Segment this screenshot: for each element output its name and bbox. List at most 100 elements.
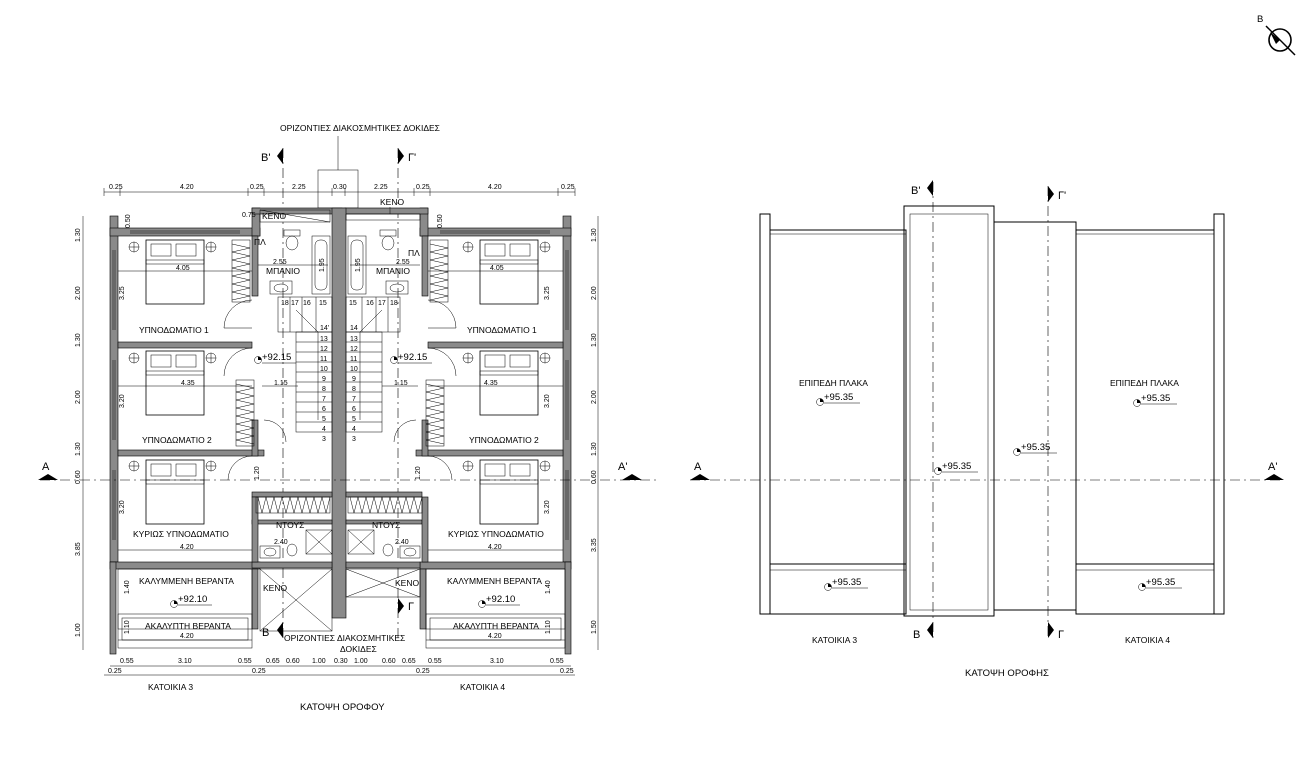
house-label: ΚΑΤΟΙΚΙΑ 4 [460,682,505,692]
shower-icon [347,529,375,555]
svg-text:ΚΕΝΟ: ΚΕΝΟ [380,197,404,207]
level-marker: +92.10 [478,594,520,608]
svg-text:2.00: 2.00 [591,286,598,300]
roof-section-g-bottom: Γ [1048,622,1064,641]
svg-text:1.30: 1.30 [591,228,598,242]
level-marker: +92.15 [254,352,296,364]
north-arrow-icon: Β [1257,14,1296,56]
svg-text:11: 11 [350,356,357,363]
sink-icon [385,280,409,295]
svg-text:3.20: 3.20 [544,500,551,514]
svg-text:Γ: Γ [1058,629,1064,641]
level-marker: +92.15 [390,352,432,364]
svg-text:3.25: 3.25 [544,286,551,300]
svg-text:+95.35: +95.35 [1021,442,1050,453]
beds [145,239,539,525]
svg-text:Β: Β [262,627,269,639]
void-top-left: ΚΕΝΟ [259,209,331,223]
svg-text:Γ: Γ [408,601,414,613]
svg-text:7: 7 [322,396,326,403]
svg-text:+95.35: +95.35 [1146,577,1175,588]
sink-icon [259,543,298,559]
svg-text:+95.35: +95.35 [824,392,853,403]
svg-text:4.20: 4.20 [180,544,194,551]
floor-plan: ΟΡΙΖΟΝΤΙΕΣ ΔΙΑΚΟΣΜΗΤΙΚΕΣ ΔΟΚΙΔΕΣ Β' Γ' 0… [38,123,660,713]
exterior-walls [109,207,572,655]
svg-text:3.10: 3.10 [490,658,504,665]
room-label: ΑΚΑΛΥΠΤΗ ΒΕΡΑΝΤΑ [145,621,231,631]
toilet-icon [379,229,397,251]
svg-text:1.95: 1.95 [355,258,362,272]
svg-text:2.00: 2.00 [75,286,82,300]
beams-top-label: ΟΡΙΖΟΝΤΙΕΣ ΔΙΑΚΟΣΜΗΤΙΚΕΣ ΔΟΚΙΔΕΣ [280,123,440,133]
svg-text:Α': Α' [1268,461,1277,473]
level-marker: +92.10 [170,594,212,608]
svg-text:0.55: 0.55 [428,658,442,665]
svg-text:4: 4 [322,426,326,433]
svg-text:3.85: 3.85 [75,542,82,556]
svg-text:3.20: 3.20 [119,500,126,514]
north-label: Β [1257,14,1263,25]
svg-text:16: 16 [303,300,311,307]
bed-icon [145,459,205,525]
svg-text:2.40: 2.40 [274,539,288,546]
bathtub-icon [347,235,367,295]
room-label: ΜΠΑΝΙΟ [266,266,300,276]
svg-text:14: 14 [350,325,358,332]
svg-text:2.55: 2.55 [273,259,287,266]
room-label: ΠΛ [254,237,266,247]
room-label: ΚΥΡΙΩΣ ΥΠΝΟΔΩΜΑΤΙΟ [133,529,229,539]
svg-text:4.05: 4.05 [490,265,504,272]
bed-icon [145,350,205,416]
svg-text:3: 3 [322,436,326,443]
sink-icon [382,543,421,559]
toilet-icon [283,229,301,251]
nightstand-icons [128,241,551,472]
svg-text:0.60: 0.60 [382,658,396,665]
house-label: ΚΑΤΟΙΚΙΑ 3 [148,682,193,692]
svg-text:10: 10 [320,366,328,373]
svg-text:1.30: 1.30 [75,228,82,242]
svg-text:12: 12 [350,346,358,353]
section-b-marker-bottom: Β [262,622,283,639]
svg-text:11: 11 [320,356,327,363]
svg-text:1.40: 1.40 [124,580,131,594]
svg-text:+95.35: +95.35 [942,461,971,472]
svg-text:2.40: 2.40 [395,539,409,546]
svg-text:+95.35: +95.35 [832,577,861,588]
svg-text:1.30: 1.30 [75,442,82,456]
svg-text:+92.10: +92.10 [486,594,515,605]
right-dimensions: 1.30 2.00 1.30 2.00 1.30 0.60 3.35 1.50 [591,216,599,650]
svg-text:3.10: 3.10 [178,658,192,665]
svg-text:4.20: 4.20 [488,633,502,640]
svg-text:0.25: 0.25 [416,668,430,675]
svg-text:1.10: 1.10 [545,620,552,634]
bathtub-icon [311,235,331,295]
room-label: ΝΤΟΥΣ [372,520,400,530]
house-label: ΚΑΤΟΙΚΙΑ 4 [1125,635,1170,645]
house-label: ΚΑΤΟΙΚΙΑ 3 [812,635,857,645]
svg-text:ΚΕΝΟ: ΚΕΝΟ [263,583,287,593]
svg-text:0.25: 0.25 [561,184,575,191]
stairs-right: 15 16 17 18 14 13 12 11 10 9 8 7 6 5 4 3 [345,296,401,443]
svg-text:0.75: 0.75 [242,212,256,219]
svg-text:0.65: 0.65 [266,658,280,665]
svg-text:18: 18 [281,300,289,307]
svg-text:0.50: 0.50 [437,214,444,228]
roof-plan: Β' Γ' Β Γ Α Α' ΕΠΙΠΕΔΗ ΠΛΑΚΑ ΕΠΙΠΕΔΗ ΠΛΑ… [690,180,1284,679]
svg-text:1.00: 1.00 [312,658,326,665]
svg-text:1.15: 1.15 [394,380,408,387]
level-marker: +95.35 [824,577,868,591]
veranda-right [425,568,566,649]
room-label: ΥΠΝΟΔΩΜΑΤΙΟ 1 [139,325,209,335]
svg-text:0.65: 0.65 [402,658,416,665]
level-marker: +95.35 [1133,393,1177,407]
svg-text:12: 12 [320,346,328,353]
svg-text:5: 5 [322,416,326,423]
svg-text:Α: Α [694,461,702,473]
svg-text:9: 9 [352,376,356,383]
room-label: ΚΑΛΥΜΜΕΝΗ ΒΕΡΑΝΤΑ [447,576,542,586]
svg-text:0.50: 0.50 [125,214,132,228]
svg-text:4: 4 [352,426,356,433]
